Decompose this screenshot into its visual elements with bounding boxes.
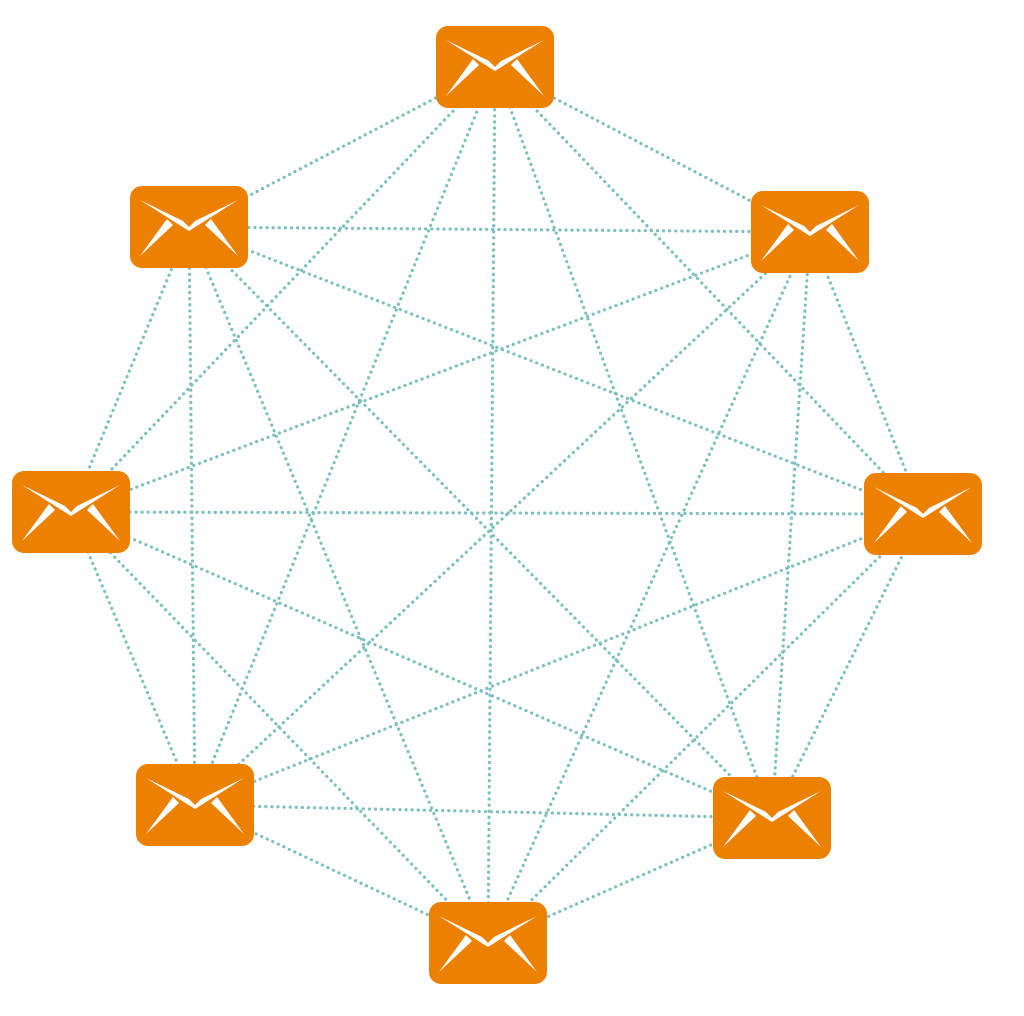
- edge-bottom-upper-left: [187, 225, 490, 945]
- edge-lower-right-lower-left: [193, 803, 774, 820]
- envelope-body-lines: [22, 504, 120, 541]
- edge-lower-left-left: [69, 510, 197, 807]
- envelope-icon: [446, 40, 544, 96]
- edge-upper-right-lower-right: [770, 230, 812, 820]
- edge-right-bottom: [486, 512, 925, 945]
- envelope-body-lines: [723, 810, 821, 847]
- edge-lower-right-upper-left: [187, 225, 774, 820]
- edge-upper-right-right: [808, 230, 925, 516]
- edge-right-lower-right: [770, 512, 925, 820]
- envelope-icon: [723, 791, 821, 847]
- node-upper-right: [751, 191, 869, 273]
- edge-upper-right-upper-left: [187, 225, 812, 234]
- node-layer: [12, 26, 982, 984]
- edge-lower-left-upper-left: [187, 225, 197, 807]
- envelope-body-lines: [146, 797, 244, 834]
- edge-top-left: [69, 65, 497, 514]
- edge-left-upper-left: [69, 225, 191, 514]
- edge-bottom-left: [69, 510, 490, 945]
- envelope-icon: [439, 916, 537, 972]
- edge-right-left: [69, 510, 925, 516]
- edge-top-upper-right: [493, 65, 812, 234]
- edge-upper-right-left: [69, 230, 812, 514]
- envelope-body-lines: [874, 506, 972, 543]
- envelope-icon: [146, 778, 244, 834]
- edge-right-lower-left: [193, 512, 925, 807]
- envelope-body-lines: [140, 219, 238, 256]
- edge-top-bottom: [486, 65, 497, 945]
- envelope-body-lines: [439, 935, 537, 972]
- node-upper-left: [130, 186, 248, 268]
- node-left: [12, 471, 130, 553]
- node-right: [864, 473, 982, 555]
- edge-top-right: [493, 65, 925, 516]
- edge-upper-right-bottom: [486, 230, 812, 945]
- node-lower-right: [713, 777, 831, 859]
- envelope-icon: [140, 200, 238, 256]
- node-lower-left: [136, 764, 254, 846]
- envelope-body-lines: [446, 59, 544, 96]
- envelope-icon: [22, 485, 120, 541]
- envelope-body-lines: [761, 224, 859, 261]
- envelope-icon: [874, 487, 972, 543]
- edge-upper-right-lower-left: [193, 230, 812, 807]
- node-top: [436, 26, 554, 108]
- edge-top-lower-right: [493, 65, 774, 820]
- envelope-icon: [761, 205, 859, 261]
- edge-lower-right-left: [69, 510, 774, 820]
- edge-top-lower-left: [193, 65, 497, 807]
- node-bottom: [429, 902, 547, 984]
